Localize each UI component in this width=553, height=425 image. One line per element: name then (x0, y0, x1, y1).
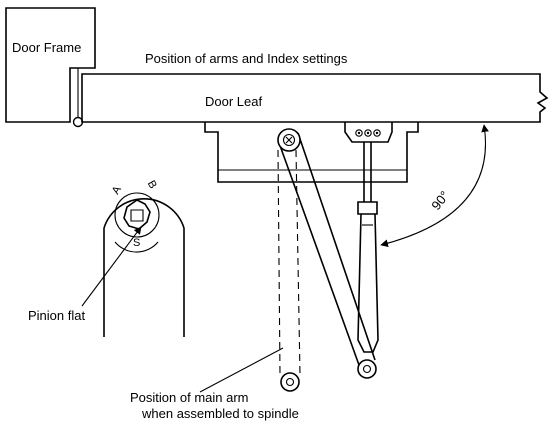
door-frame-label: Door Frame (12, 40, 81, 55)
forearm-rod (357, 142, 379, 353)
index-a-label: A (110, 184, 124, 197)
main-arm-dashed-position (277, 149, 301, 392)
angle-arc (380, 124, 489, 248)
main-arm-label-line2: when assembled to spindle (141, 406, 299, 421)
angle-label: 90° (428, 188, 452, 213)
pinion-flat-label: Pinion flat (28, 308, 85, 323)
door-frame (5, 7, 96, 128)
index-s-label: S (133, 237, 140, 249)
index-b-label: B (145, 179, 159, 191)
bracket (344, 122, 393, 143)
door-leaf (81, 73, 549, 123)
main-arm-label-line1: Position of main arm (130, 390, 249, 405)
main-arm (277, 128, 377, 379)
door-leaf-label: Door Leaf (205, 94, 262, 109)
pinion-flat-leader (81, 226, 142, 307)
diagram-title: Position of arms and Index settings (145, 51, 348, 66)
pinion-detail (103, 192, 185, 337)
main-arm-leader (199, 347, 284, 393)
